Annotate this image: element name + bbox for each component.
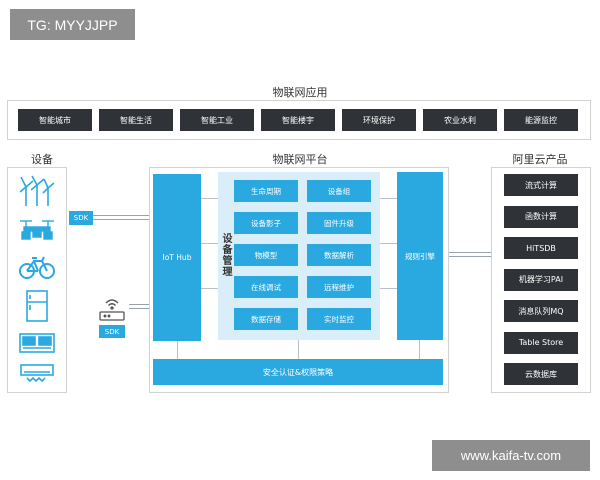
hub-mgmt-line-2 [201,243,218,244]
cloud-item-3: 机器学习PAI [504,268,578,291]
mgmt-module-0-1: 设备组 [307,180,371,202]
rule-security-line [419,340,420,359]
app-item-2: 智能工业 [180,109,254,131]
hub-mgmt-line-1 [201,198,218,199]
cloud-title: 阿里云产品 [512,153,568,166]
connector-cloud-2 [449,256,492,257]
mgmt-rule-line-3 [380,288,397,289]
mgmt-module-2-1: 数据解析 [307,244,371,266]
hub-mgmt-line-3 [201,288,218,289]
app-item-3: 智能楼宇 [261,109,335,131]
sdk-bottom: SDK [99,325,125,338]
bicycle-icon [17,252,57,282]
security-bar: 安全认证&权限策略 [153,359,443,385]
device-mgmt-label: 设备管理 [218,220,232,290]
app-item-1: 智能生活 [99,109,173,131]
watermark-bottom: www.kaifa-tv.com [432,440,590,471]
mgmt-module-0-0: 生命周期 [234,180,298,202]
app-item-0: 智能城市 [18,109,92,131]
devices-title: 设备 [31,153,53,166]
app-item-6: 能源监控 [504,109,578,131]
app-item-4: 环境保护 [342,109,416,131]
mgmt-module-2-0: 物模型 [234,244,298,266]
router-icon [96,294,128,324]
mgmt-module-1-1: 固件升级 [307,212,371,234]
connector-cloud-1 [449,252,492,253]
platform-title: 物联网平台 [272,153,328,166]
cloud-item-1: 函数计算 [504,205,578,228]
connector-router [129,304,153,305]
cloud-item-6: 云数据库 [504,363,578,385]
cloud-item-0: 流式计算 [504,174,578,196]
device-mgmt-text: 设备管理 [220,233,231,277]
iot-hub: IoT Hub [153,174,201,341]
drone-icon [17,216,57,244]
refrigerator-icon [22,289,52,323]
mgmt-security-line [298,340,299,359]
hub-security-line [177,341,178,359]
mgmt-module-4-0: 数据存储 [234,308,298,330]
app-layer-title: 物联网应用 [272,86,328,99]
connector-sdk-top-2 [93,219,153,220]
wind-turbine-icon [17,174,57,208]
watermark-top: TG: MYYJJPP [10,9,135,40]
mgmt-module-3-0: 在线调试 [234,276,298,298]
sdk-top: SDK [69,211,93,225]
mgmt-module-4-1: 实时监控 [307,308,371,330]
air-conditioner-icon [17,362,57,386]
monitor-icon [17,330,57,356]
connector-sdk-top [93,215,153,216]
mgmt-rule-line-2 [380,243,397,244]
rule-engine: 规则引擎 [397,172,443,340]
mgmt-rule-line-1 [380,198,397,199]
cloud-item-4: 消息队列MQ [504,300,578,322]
cloud-item-5: Table Store [504,331,578,354]
app-item-5: 农业水利 [423,109,497,131]
mgmt-module-1-0: 设备影子 [234,212,298,234]
cloud-item-2: HiTSDB [504,237,578,259]
connector-router-2 [129,308,153,309]
mgmt-module-3-1: 远程维护 [307,276,371,298]
